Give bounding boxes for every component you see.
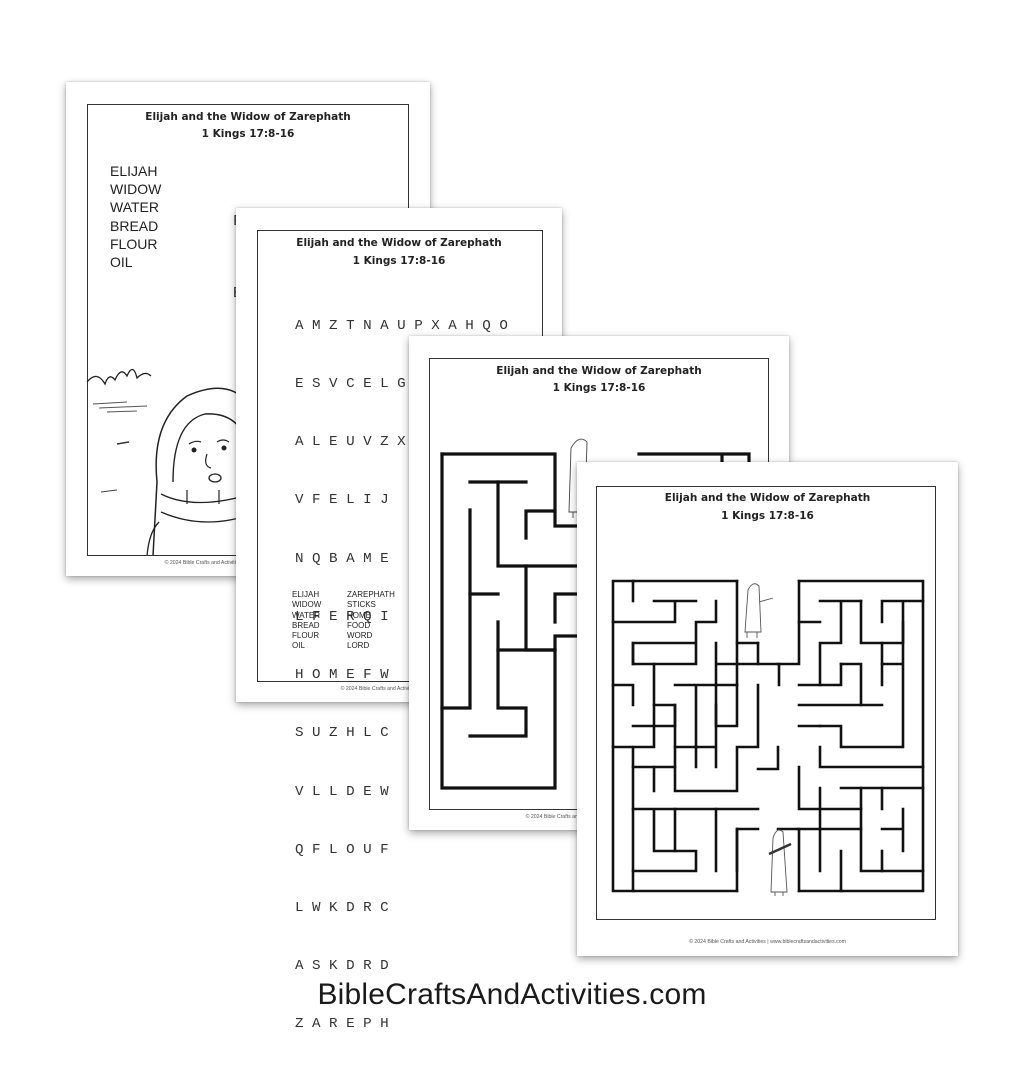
word-list: ELIJAH WIDOW WATER BREAD FLOUR OIL	[110, 162, 161, 271]
worksheet-reference: 1 Kings 17:8-16	[721, 510, 814, 522]
word-list-item: BREAD	[110, 217, 159, 234]
widow-figure-icon	[768, 829, 792, 896]
worksheet-title: Elijah and the Widow of Zarephath	[664, 492, 871, 504]
word-list-item: WIDOW	[292, 600, 322, 610]
grid-row: V F E L I J	[295, 492, 389, 509]
worksheet-reference: 1 Kings 17:8-16	[201, 128, 295, 140]
worksheet-title: Elijah and the Widow of Zarephath	[296, 237, 502, 249]
copyright: © 2024 Bible Crafts and Activities	[525, 814, 603, 820]
worksheet-title: Elijah and the Widow of Zarephath	[496, 365, 702, 377]
worksheet-page-maze-hard: Elijah and the Widow of Zarephath 1 King…	[577, 462, 958, 956]
widow-illustration	[86, 368, 258, 557]
word-list-item: FLOUR	[292, 631, 320, 641]
word-list-column-2: ZAREPHATH STICKS HOME FOOD WORD LORD	[347, 590, 395, 652]
word-list-item: FLOUR	[110, 235, 158, 252]
copyright: © 2024 Bible Crafts and Activities	[340, 686, 418, 692]
copyright: © 2024 Bible Crafts and Activities	[164, 560, 242, 566]
word-list-item: HOME	[347, 610, 371, 620]
word-list-item: ZAREPHATH	[347, 590, 395, 599]
word-list-item: FOOD	[347, 620, 371, 630]
copyright: © 2024 Bible Crafts and Activities | www…	[689, 939, 846, 945]
word-list-item: OIL	[292, 641, 305, 651]
word-list-item: ELIJAH	[110, 163, 158, 179]
grid-row: Z A R E P H	[295, 1016, 389, 1033]
word-list-item: WORD	[347, 631, 373, 641]
word-list-item: OIL	[110, 254, 133, 271]
footer-brand: BibleCraftsAndActivities.com	[317, 978, 707, 1011]
word-list-item: WATER	[110, 199, 159, 216]
word-list-item: LORD	[347, 641, 370, 651]
word-list-item: BREAD	[292, 620, 320, 630]
grid-row: A S K D R D	[295, 958, 389, 975]
word-list-item: WIDOW	[110, 181, 162, 198]
grid-row: L F E R Q I	[295, 608, 389, 625]
grid-row: S U Z H L C	[295, 725, 389, 742]
grid-row: A M Z T N A U P X A H Q O	[295, 317, 508, 334]
grid-row: N Q B A M E	[295, 550, 389, 567]
page-border	[596, 486, 936, 920]
grid-row: L W K D R C	[295, 900, 389, 916]
word-list-item: WATER	[292, 610, 320, 620]
grid-row: H O M E F W	[295, 667, 389, 684]
word-list-column-1: ELIJAH WIDOW WATER BREAD FLOUR OIL	[292, 590, 321, 652]
worksheet-reference: 1 Kings 17:8-16	[352, 255, 446, 267]
maze-easy	[440, 438, 751, 790]
elijah-figure-icon	[744, 583, 774, 638]
grid-row: Q F L O U F	[295, 841, 389, 858]
word-list-item: ELIJAH	[292, 590, 320, 599]
word-list-item: STICKS	[347, 600, 376, 610]
worksheet-reference: 1 Kings 17:8-16	[552, 382, 646, 394]
worksheet-title: Elijah and the Widow of Zarephath	[145, 111, 351, 123]
maze-hard	[611, 579, 925, 896]
grid-row: V L L D E W	[295, 783, 389, 800]
